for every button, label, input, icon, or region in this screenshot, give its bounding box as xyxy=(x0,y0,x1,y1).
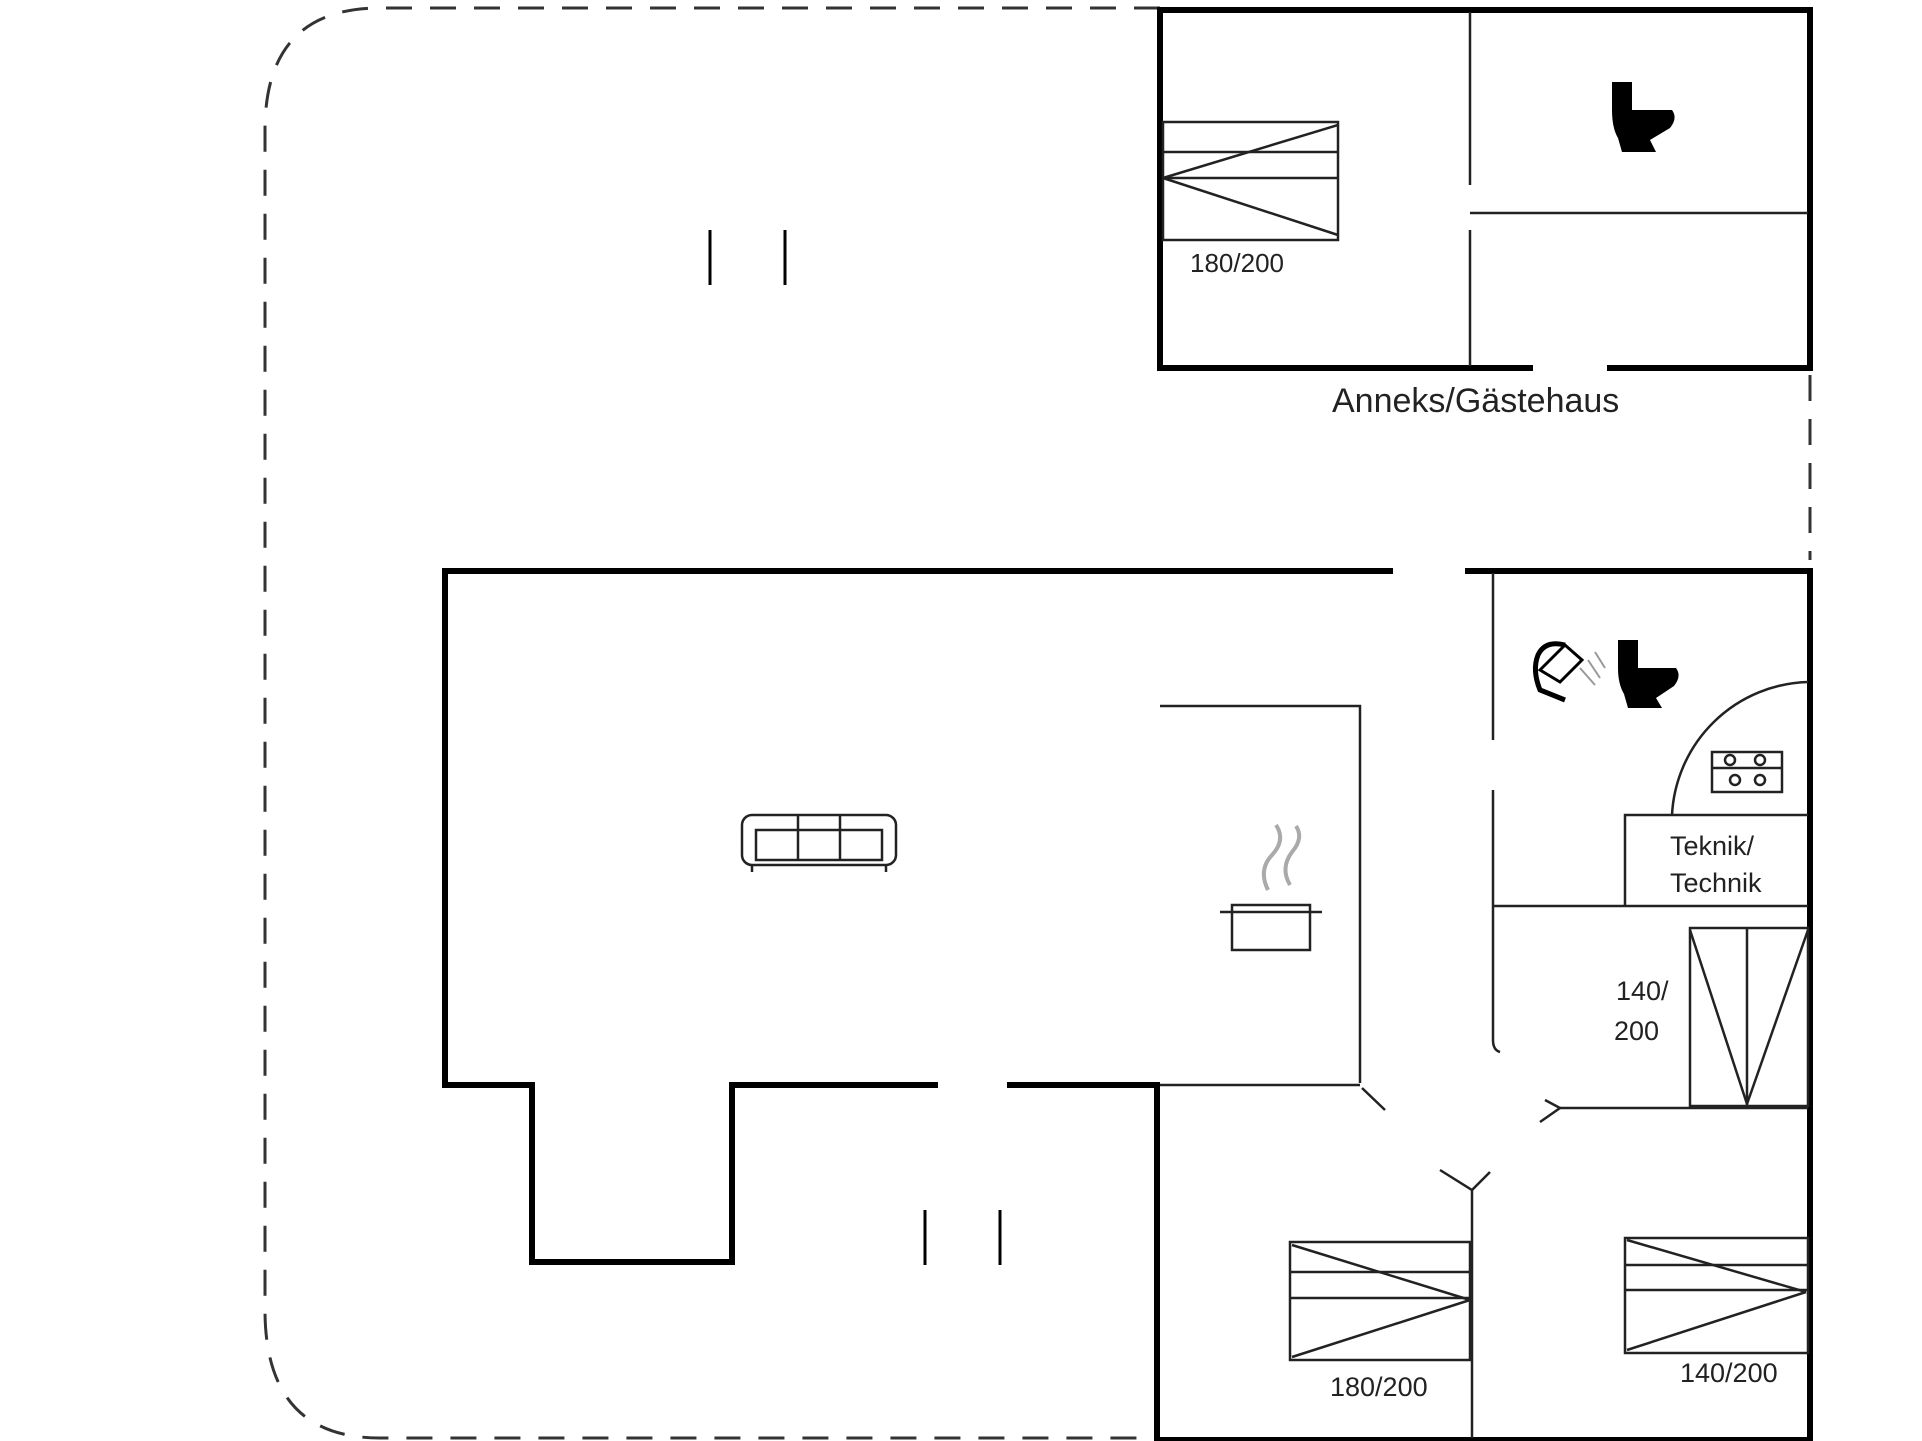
utility-label-line2: Technik xyxy=(1670,868,1762,898)
bed-icon xyxy=(1688,926,1810,1108)
toilet-icon xyxy=(1612,82,1675,152)
bed-icon xyxy=(1288,1240,1472,1362)
terrace-marker-top xyxy=(708,230,787,285)
annex-bed-label: 180/200 xyxy=(1190,248,1284,278)
main-house xyxy=(442,568,1813,1441)
annex-building xyxy=(1157,7,1813,371)
sofa-icon xyxy=(740,813,898,872)
side-bed-label-line1: 140/ xyxy=(1616,976,1669,1006)
shower-icon xyxy=(1532,641,1606,703)
cooking-pot-icon xyxy=(1220,823,1322,952)
washer-dryer-icon xyxy=(1710,750,1784,794)
utility-label-line1: Teknik/ xyxy=(1670,831,1755,861)
bottom-left-bed-label: 180/200 xyxy=(1330,1372,1428,1402)
side-bed-label-line2: 200 xyxy=(1614,1016,1659,1046)
toilet-icon xyxy=(1618,640,1679,708)
bed-icon xyxy=(1623,1236,1810,1355)
property-outline xyxy=(263,6,1160,1440)
terrace-marker-bottom xyxy=(923,1210,1002,1265)
annex-name-label: Anneks/Gästehaus xyxy=(1332,382,1619,420)
bed-icon xyxy=(1161,120,1340,242)
bottom-right-bed-label: 140/200 xyxy=(1680,1358,1778,1388)
